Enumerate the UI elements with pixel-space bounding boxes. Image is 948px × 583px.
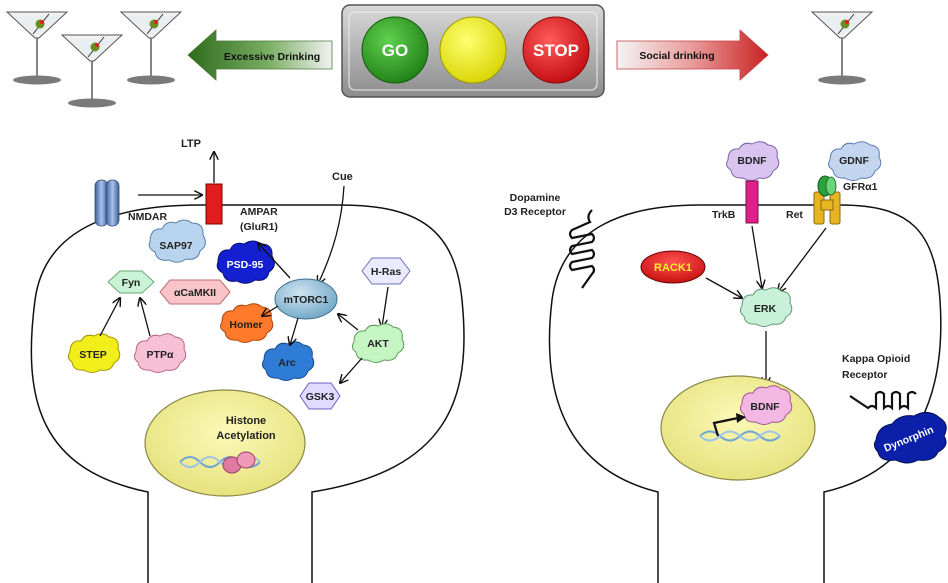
left-neuron [30,204,465,583]
bdnf-nucleus-label: BDNF [750,401,780,413]
nmdar-receptor [94,179,120,227]
akt-node: AKT [351,323,405,363]
bdnf-ligand: BDNF [726,141,780,181]
gdnf-ligand: GDNF [828,141,882,181]
d3-receptor-label: D3 Receptor [504,206,566,218]
left-nucleus [144,389,306,497]
receptor-coil-icon [849,390,917,411]
dopamine-label: Dopamine [510,192,561,204]
gsk3-node: GSK3 [299,382,341,410]
histone-label: Histone [226,415,266,427]
dna-helix-icon [699,430,781,442]
psd95-label: PSD-95 [227,259,264,271]
ptpa-node: PTPα [133,333,187,373]
homer-label: Homer [229,319,262,331]
mtorc1-label: mTORC1 [284,294,329,306]
acamkii-node: αCaMKII [159,279,231,305]
hras-node: H-Ras [361,257,411,285]
receptor-coil-icon [568,209,596,289]
ptpa-label: PTPα [147,349,174,361]
traffic-light: GO STOP [341,4,605,98]
ampar-sublabel: (GluR1) [240,221,278,233]
social-drinking-label: Social drinking [639,50,714,62]
sap97-label: SAP97 [159,240,192,252]
dna-helix-icon [179,451,261,474]
caution-light [439,16,507,84]
arc-label: Arc [278,357,296,369]
fyn-node: Fyn [107,270,155,294]
akt-label: AKT [367,338,389,350]
sap97-node: SAP97 [148,219,206,263]
erk-node: ERK [739,287,793,327]
kappa-receptor-label: Receptor [842,369,888,381]
martini-glass-icon [811,11,873,86]
step-node: STEP [67,333,121,373]
arc-node: Arc [261,341,315,381]
stop-label: STOP [533,41,579,60]
fyn-label: Fyn [122,277,141,289]
acetylation-label: Acetylation [216,430,276,442]
gfra1-label: GFRα1 [843,181,878,193]
stop-light [522,16,590,84]
dynorphin-node: Dynorphin [873,412,947,464]
homer-node: Homer [220,303,274,343]
excessive-drinking-label: Excessive Drinking [224,51,320,63]
erk-label: ERK [754,303,777,315]
nmdar-label: NMDAR [128,211,167,223]
trkb-label: TrkB [712,209,736,221]
ampar-label: AMPAR [240,206,278,218]
ret-receptor [813,175,841,225]
kappa-label: Kappa Opioid [842,353,910,365]
social-drinking-arrow: Social drinking [616,29,769,81]
martini-glass-icon [6,11,68,86]
gsk3-label: GSK3 [306,391,335,403]
transcription-start-arrow [712,413,746,437]
right-neuron [548,204,942,583]
bdnf-gene-node: BDNF [739,385,793,425]
go-light [361,16,429,84]
excessive-drinking-arrow: Excessive Drinking [187,29,333,81]
acamkii-label: αCaMKII [174,287,216,299]
hras-label: H-Ras [371,266,402,278]
rack1-node: RACK1 [640,250,706,284]
ampar-receptor [205,183,223,225]
right-nucleus [660,375,816,481]
martini-glass-icon [120,11,182,86]
step-label: STEP [79,349,106,361]
martini-glass-icon [61,34,123,109]
mtorc1-node: mTORC1 [274,278,338,320]
rack1-label: RACK1 [654,262,692,274]
go-label: GO [382,41,408,60]
cue-label: Cue [332,171,353,183]
ret-label: Ret [786,209,803,221]
trkb-receptor [745,180,759,224]
ltp-label: LTP [181,138,201,150]
gdnf-label: GDNF [839,155,869,167]
psd95-node: PSD-95 [216,240,275,284]
bdnf-top-label: BDNF [737,155,767,167]
